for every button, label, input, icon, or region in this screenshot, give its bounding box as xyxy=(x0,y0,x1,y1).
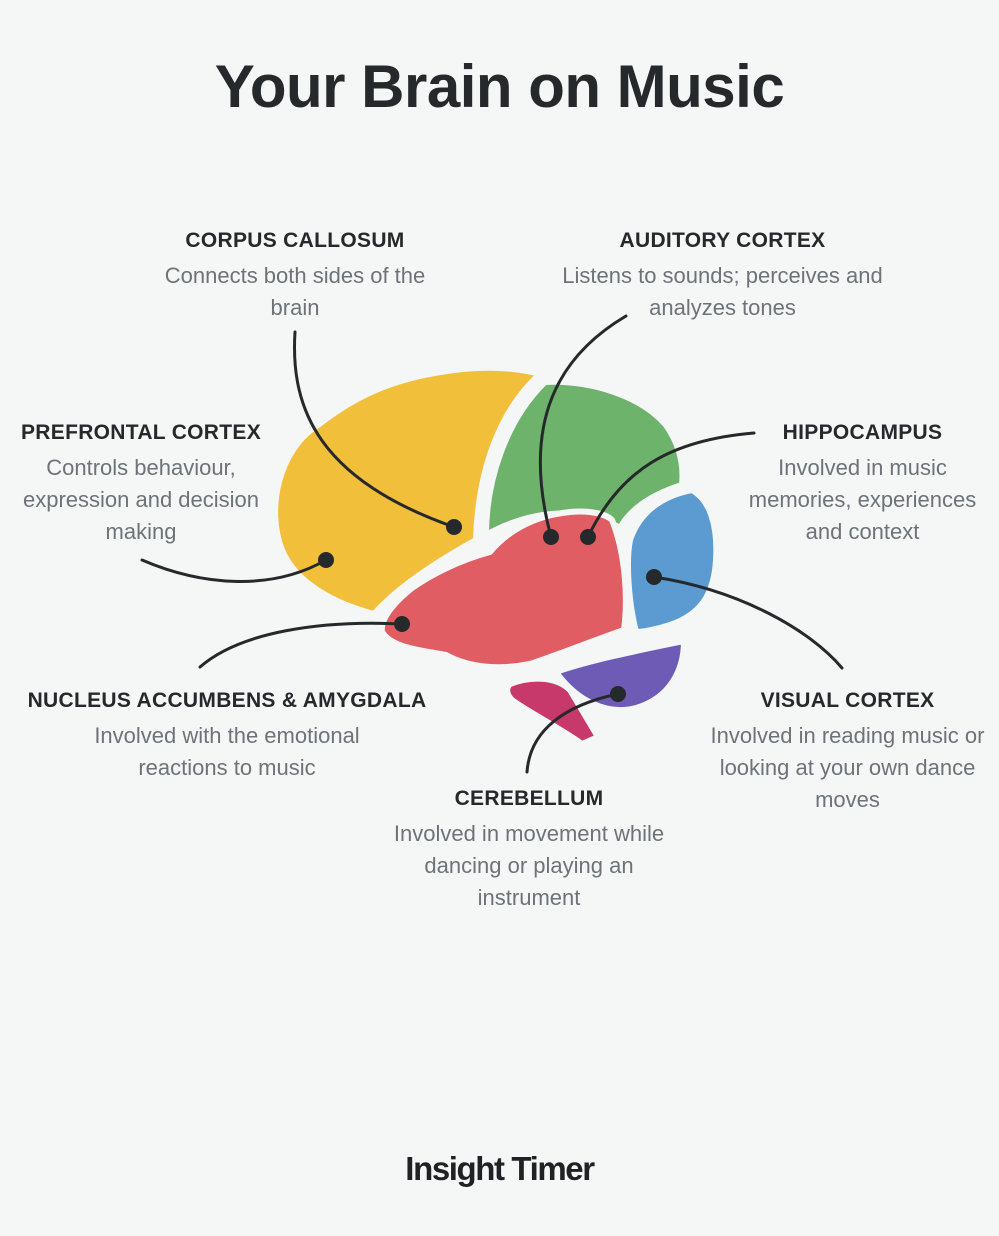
label-nucleus-accumbens: NUCLEUS ACCUMBENS & AMYGDALA Involved wi… xyxy=(22,688,432,784)
region-name: NUCLEUS ACCUMBENS & AMYGDALA xyxy=(27,689,427,712)
region-desc: Involved with the emotional reactions to… xyxy=(94,723,360,780)
temporal-lobe-region xyxy=(378,508,629,671)
label-hippocampus: HIPPOCAMPUS Involved in music memories, … xyxy=(735,420,990,548)
region-desc: Involved in reading music or looking at … xyxy=(710,723,985,812)
marker-dot xyxy=(580,529,596,545)
cerebellum-region xyxy=(553,638,687,714)
label-visual-cortex: VISUAL CORTEX Involved in reading music … xyxy=(710,688,985,816)
region-desc: Listens to sounds; perceives and analyze… xyxy=(562,263,883,320)
region-name: CORPUS CALLOSUM xyxy=(185,229,405,252)
insight-timer-logo: Insight Timer xyxy=(405,1150,595,1187)
marker-dot xyxy=(446,519,462,535)
region-desc: Involved in movement while dancing or pl… xyxy=(393,821,665,910)
marker-dot xyxy=(318,552,334,568)
region-desc: Connects both sides of the brain xyxy=(164,263,426,320)
marker-dot xyxy=(646,569,662,585)
label-cerebellum: CEREBELLUM Involved in movement while da… xyxy=(384,786,674,914)
leader-line-corpus-callosum xyxy=(293,330,456,529)
label-corpus-callosum: CORPUS CALLOSUM Connects both sides of t… xyxy=(160,228,430,324)
leader-line-auditory-cortex xyxy=(538,314,628,539)
marker-dot xyxy=(610,686,626,702)
frontal-lobe-region xyxy=(272,364,543,617)
marker-dot xyxy=(394,616,410,632)
brainstem-region xyxy=(504,675,601,747)
region-name: AUDITORY CORTEX xyxy=(619,229,826,252)
region-name: CEREBELLUM xyxy=(454,787,604,810)
parietal-lobe-region xyxy=(483,378,686,538)
label-prefrontal-cortex: PREFRONTAL CORTEX Controls behaviour, ex… xyxy=(10,420,272,548)
leader-line-prefrontal-cortex xyxy=(140,558,328,583)
marker-dot xyxy=(543,529,559,545)
region-desc: Controls behaviour, expression and decis… xyxy=(22,455,260,544)
region-name: HIPPOCAMPUS xyxy=(782,421,943,444)
leader-line-nucleus-accumbens xyxy=(198,621,404,669)
region-name: PREFRONTAL CORTEX xyxy=(21,421,261,444)
occipital-lobe-region xyxy=(625,487,720,635)
leader-line-visual-cortex xyxy=(652,575,844,670)
region-desc: Involved in music memories, experiences … xyxy=(748,455,977,544)
label-auditory-cortex: AUDITORY CORTEX Listens to sounds; perce… xyxy=(550,228,895,324)
leader-line-cerebellum xyxy=(525,692,620,774)
page-title: Your Brain on Music xyxy=(214,53,785,120)
region-name: VISUAL CORTEX xyxy=(760,689,935,712)
leader-line-hippocampus xyxy=(586,431,756,539)
